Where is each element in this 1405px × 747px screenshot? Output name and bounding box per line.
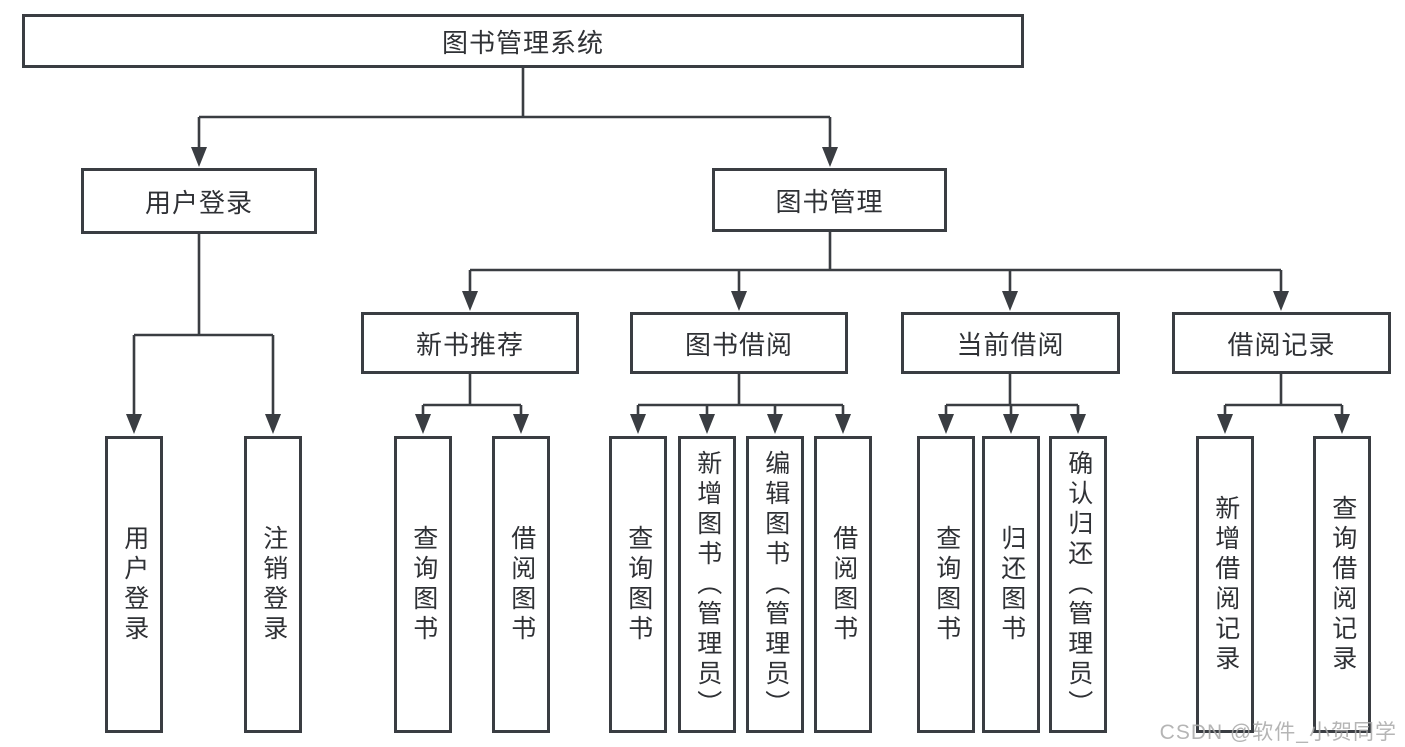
- node-label: 注销登录: [259, 524, 288, 645]
- node-label: 用户登录: [120, 524, 149, 645]
- node-label: 借阅图书: [829, 524, 858, 645]
- node-current-borrow: 当前借阅: [901, 312, 1120, 374]
- connector-root-to-level2: [191, 68, 838, 167]
- node-borrow-records: 借阅记录: [1172, 312, 1391, 374]
- arrowhead: [822, 147, 838, 167]
- node-new-book-recommend: 新书推荐: [361, 312, 579, 374]
- node-label: 编辑图书（管理员）: [761, 449, 790, 720]
- leaf-edit-book-admin: 编辑图书（管理员）: [746, 436, 804, 733]
- node-library-system: 图书管理系统: [22, 14, 1024, 68]
- node-label: 归还图书: [997, 524, 1026, 645]
- node-label: 借阅记录: [1227, 329, 1336, 360]
- arrowhead: [630, 414, 646, 434]
- arrowhead: [1334, 414, 1350, 434]
- node-label: 查询图书: [624, 524, 653, 645]
- arrowhead: [191, 147, 207, 167]
- leaf-add-borrow-record: 新增借阅记录: [1196, 436, 1254, 733]
- leaf-query-books-recommend: 查询图书: [394, 436, 452, 733]
- arrowhead: [699, 414, 715, 434]
- connector-currentborrow-to-leaves: [938, 374, 1086, 434]
- connector-bookmgmt-to-level3: [462, 232, 1289, 311]
- connector-borrowrecords-to-leaves: [1217, 374, 1350, 434]
- arrowhead: [415, 414, 431, 434]
- leaf-add-book-admin: 新增图书（管理员）: [678, 436, 736, 733]
- leaf-user-login: 用户登录: [105, 436, 163, 733]
- arrowhead: [767, 414, 783, 434]
- arrowhead: [265, 414, 281, 434]
- node-label: 查询借阅记录: [1328, 494, 1357, 675]
- leaf-query-books-borrow: 查询图书: [609, 436, 667, 733]
- csdn-watermark: CSDN @软件_小贺同学: [1159, 721, 1397, 744]
- arrowhead: [126, 414, 142, 434]
- arrowhead: [1003, 414, 1019, 434]
- node-label: 确认归还（管理员）: [1064, 449, 1093, 720]
- leaf-return-book: 归还图书: [982, 436, 1040, 733]
- node-label: 查询图书: [932, 524, 961, 645]
- node-label: 图书管理: [775, 186, 884, 217]
- leaf-borrow-books: 借阅图书: [814, 436, 872, 733]
- node-label: 用户登录: [144, 187, 253, 218]
- arrowhead: [1002, 291, 1018, 311]
- node-label: 查询图书: [409, 524, 438, 645]
- leaf-logout: 注销登录: [244, 436, 302, 733]
- node-label: 当前借阅: [956, 329, 1065, 360]
- leaf-confirm-return-admin: 确认归还（管理员）: [1049, 436, 1107, 733]
- arrowhead: [835, 414, 851, 434]
- arrowhead: [462, 291, 478, 311]
- arrowhead: [1273, 291, 1289, 311]
- arrowhead: [1070, 414, 1086, 434]
- connector-userlogin-to-leaves: [126, 234, 281, 434]
- leaf-query-books-current: 查询图书: [917, 436, 975, 733]
- connector-bookborrow-to-leaves: [630, 374, 851, 434]
- arrowhead: [513, 414, 529, 434]
- arrowhead: [938, 414, 954, 434]
- node-label: 新增借阅记录: [1211, 494, 1240, 675]
- node-label: 新增图书（管理员）: [693, 449, 722, 720]
- node-label: 图书借阅: [684, 329, 793, 360]
- node-user-login: 用户登录: [81, 168, 317, 234]
- arrowhead: [731, 291, 747, 311]
- node-label: 图书管理系统: [441, 27, 604, 58]
- leaf-borrow-books-recommend: 借阅图书: [492, 436, 550, 733]
- node-book-borrow: 图书借阅: [630, 312, 848, 374]
- leaf-query-borrow-record: 查询借阅记录: [1313, 436, 1371, 733]
- arrowhead: [1217, 414, 1233, 434]
- node-book-management: 图书管理: [712, 168, 947, 232]
- connector-newbooks-to-leaves: [415, 374, 529, 434]
- node-label: 借阅图书: [507, 524, 536, 645]
- node-label: 新书推荐: [415, 329, 524, 360]
